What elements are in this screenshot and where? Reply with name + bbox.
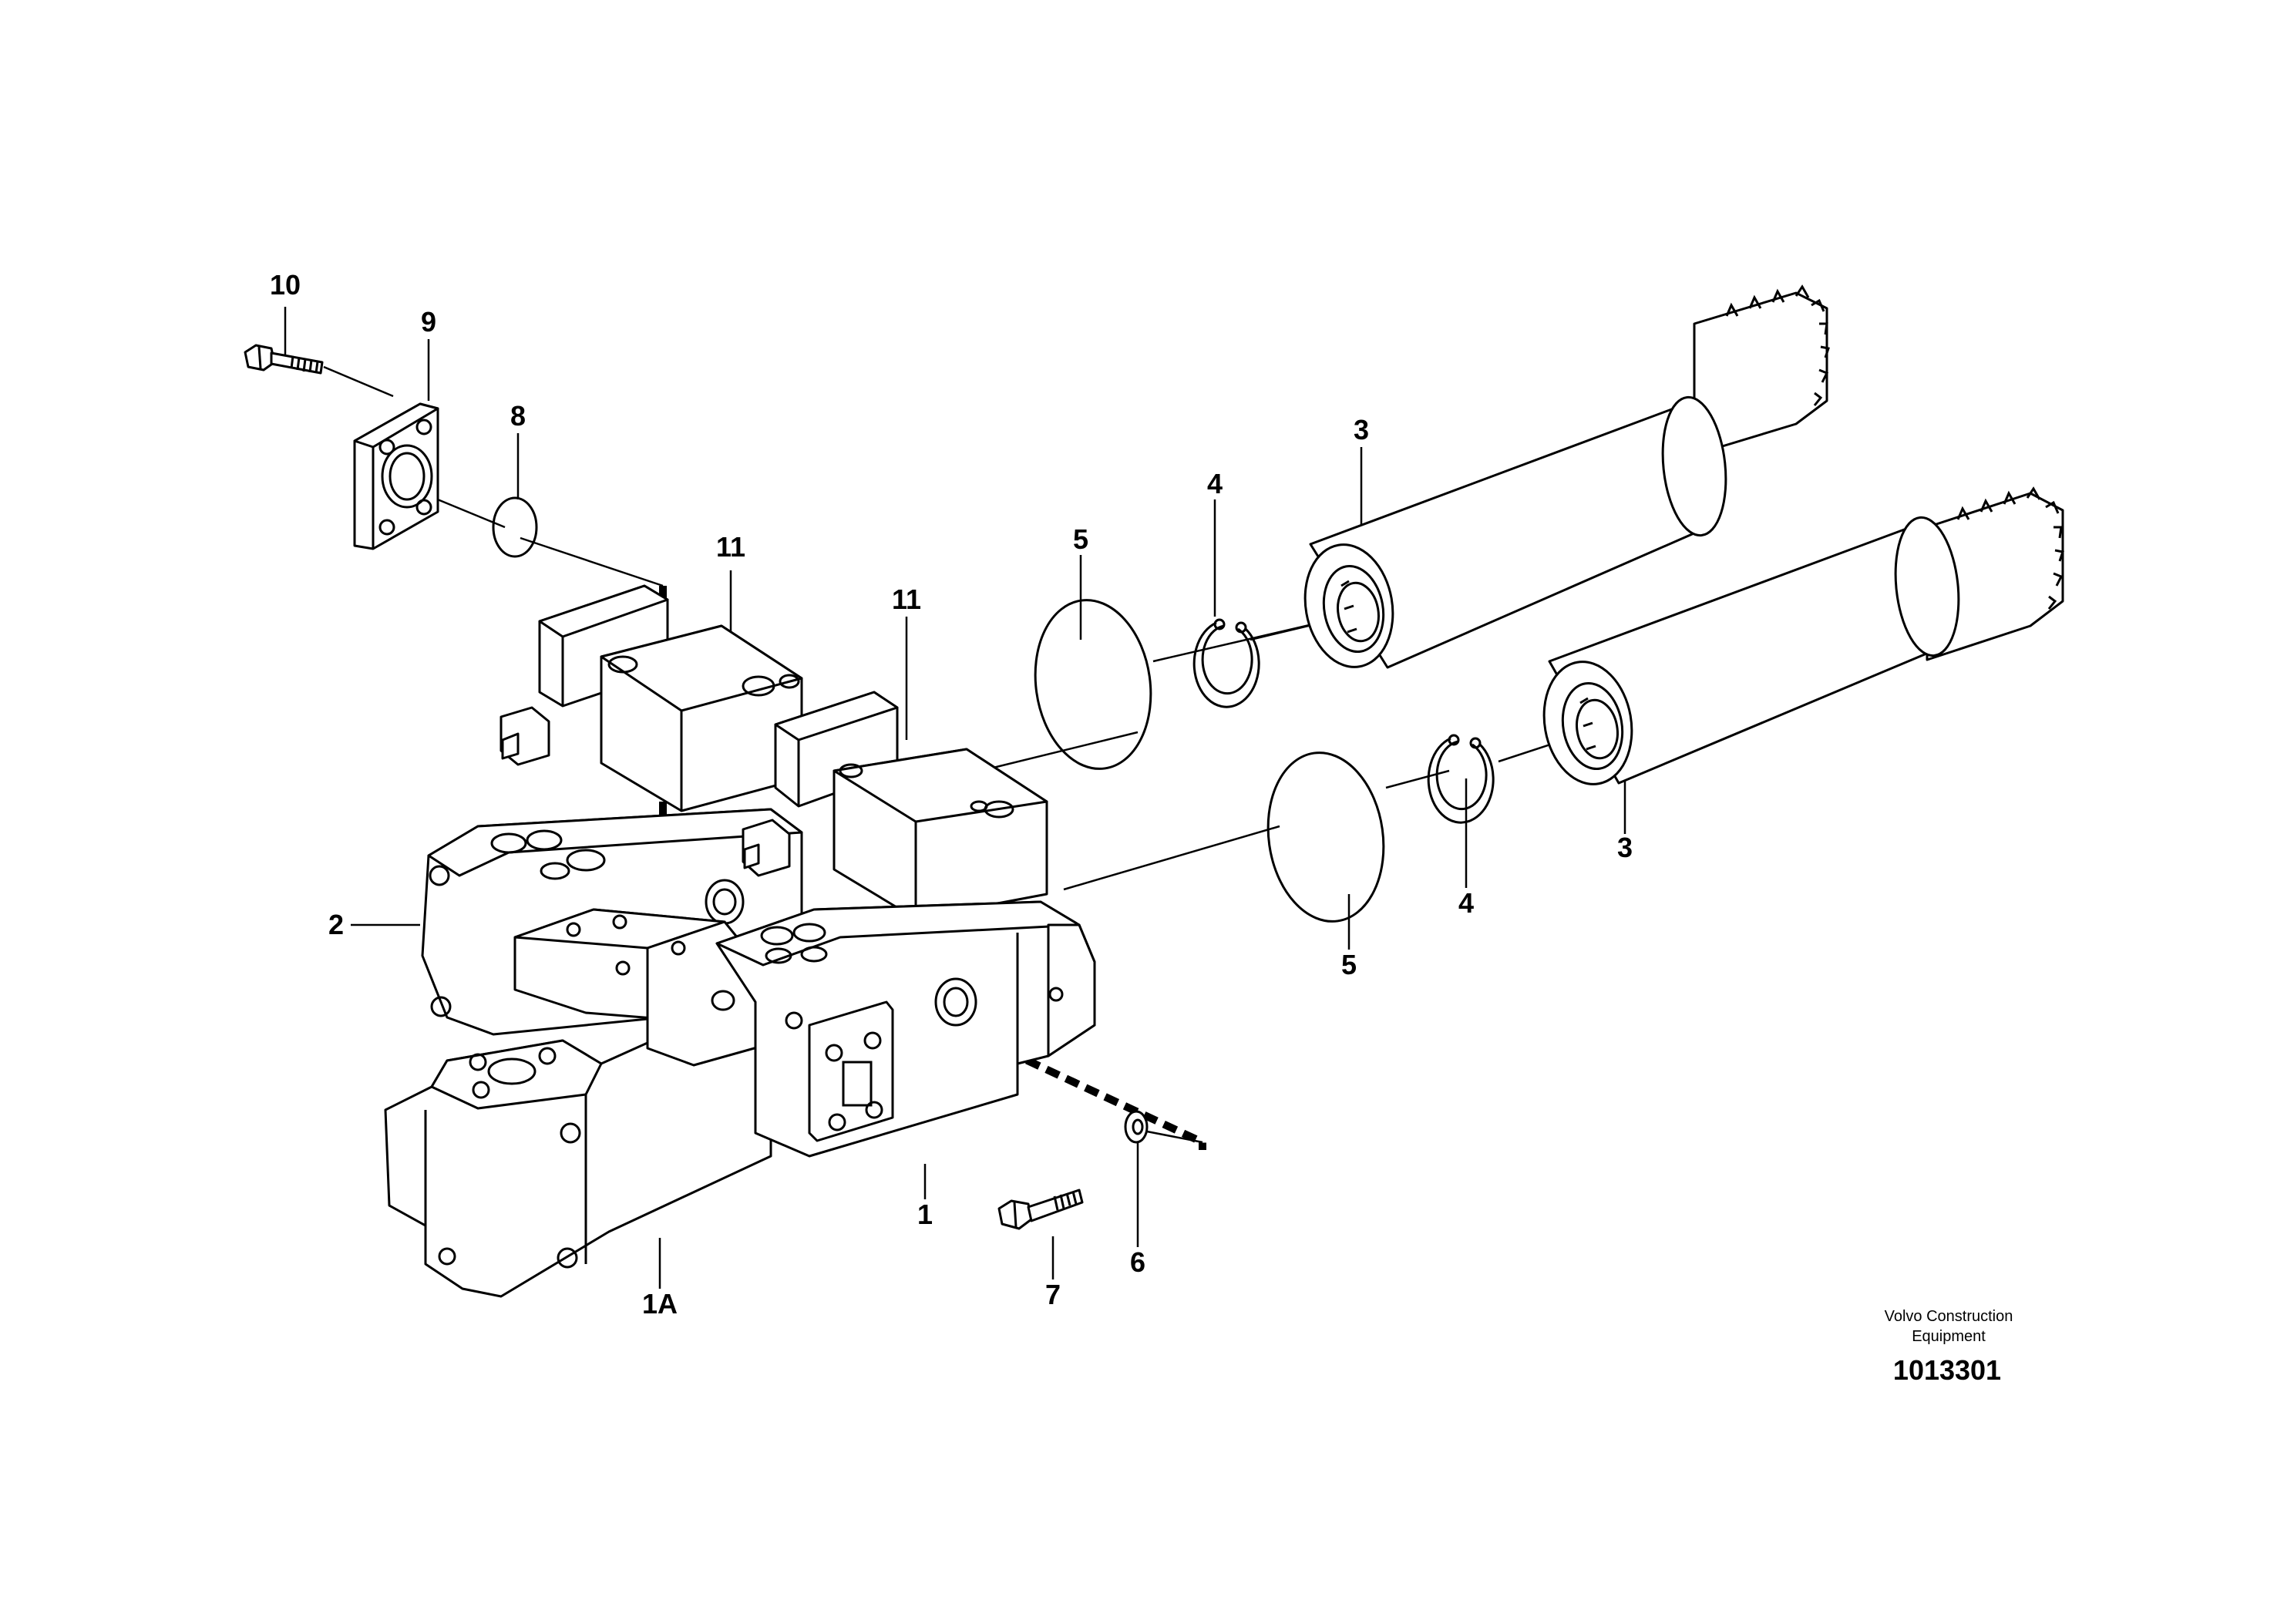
callout-5-upper: 5 (1073, 523, 1088, 555)
o-ring-part-5-upper (1034, 599, 1152, 770)
o-ring-part-8 (492, 496, 538, 558)
washer-part-6 (1124, 1110, 1149, 1144)
callout-2: 2 (328, 909, 344, 940)
callout-labels: 10 9 8 11 11 5 4 3 3 4 5 2 1 1A 7 6 (270, 269, 1633, 1320)
bolt-part-10 (244, 344, 324, 375)
flange-plate-part-9 (353, 402, 439, 550)
control-valve-assembly (384, 584, 1096, 1298)
circlip-part-4-upper (1192, 618, 1260, 708)
callout-7: 7 (1045, 1279, 1061, 1310)
callout-1: 1 (917, 1199, 933, 1230)
brand-line-1: Volvo Construction (1885, 1308, 2013, 1325)
brand-line-2: Equipment (1912, 1328, 1986, 1345)
brand-block: Volvo Construction Equipment 1013301 (1885, 1308, 2013, 1386)
callout-11-front: 11 (892, 583, 921, 615)
callout-1A: 1A (642, 1288, 678, 1320)
callout-4-upper: 4 (1207, 468, 1223, 499)
callout-10: 10 (270, 269, 301, 301)
document-number: 1013301 (1893, 1354, 2001, 1386)
callout-3-upper: 3 (1354, 414, 1369, 446)
circlip-part-4-lower (1427, 734, 1495, 824)
callout-4-lower: 4 (1458, 887, 1474, 919)
callout-6: 6 (1130, 1246, 1145, 1278)
callout-3-lower: 3 (1617, 832, 1633, 863)
callout-5-lower: 5 (1341, 949, 1357, 980)
drive-shaft-part-3-upper (1303, 284, 1830, 669)
o-ring-part-5-lower (1266, 751, 1385, 923)
callout-9: 9 (421, 306, 436, 338)
drive-shaft-part-3-lower (1542, 486, 2064, 785)
callout-11-rear: 11 (716, 531, 745, 563)
callout-8: 8 (510, 400, 526, 432)
bolt-part-7 (997, 1189, 1084, 1230)
